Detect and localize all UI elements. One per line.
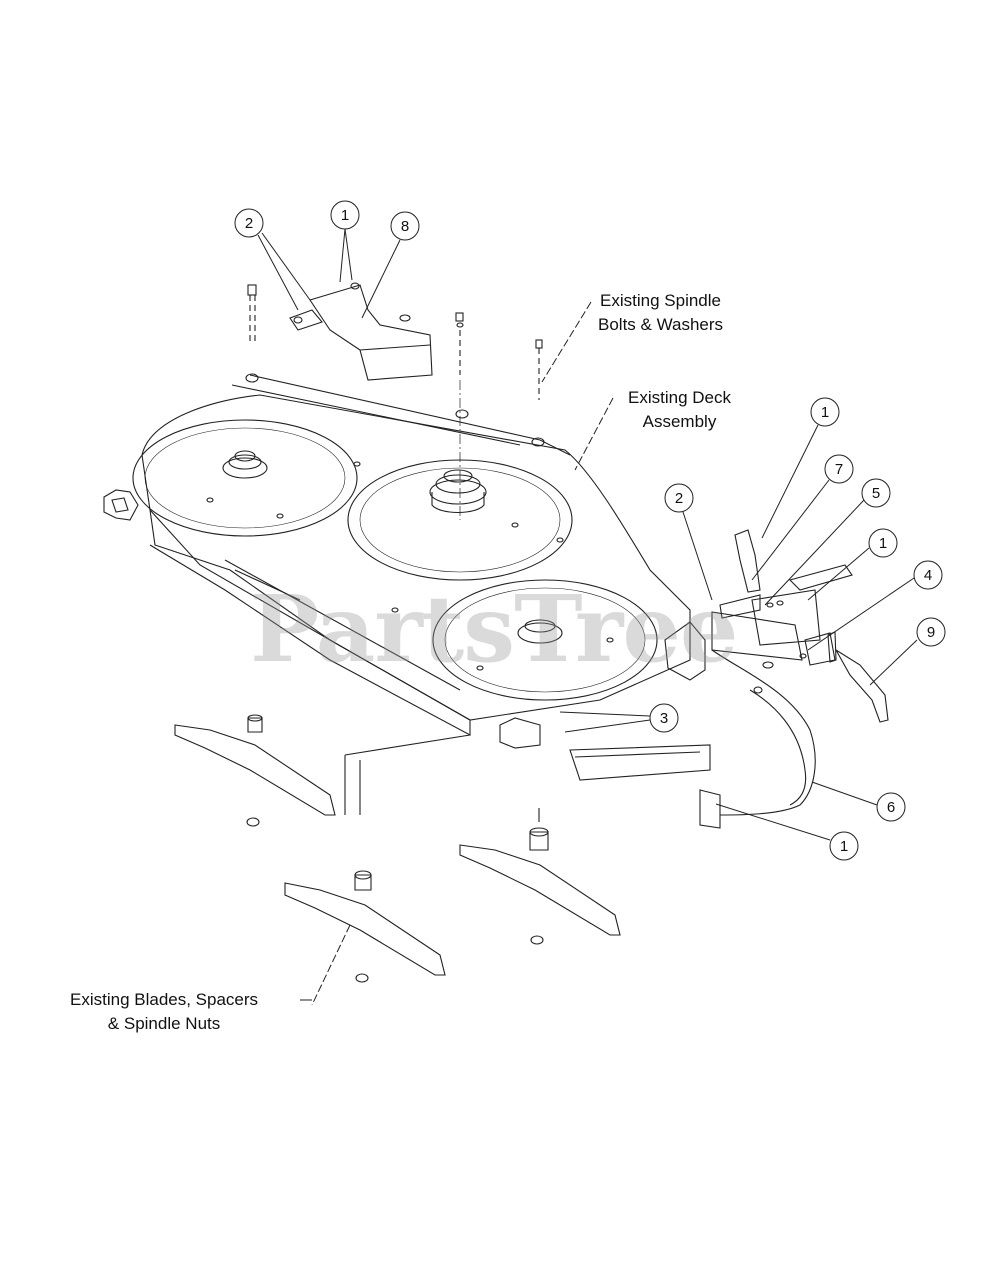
callout-label-c5: 5 xyxy=(872,485,880,502)
part-6-baffle xyxy=(569,611,816,829)
note-spindle-bolts-line-1: Existing Spindle xyxy=(600,291,721,310)
callout-9 xyxy=(869,617,946,686)
note-blades-line-2: & Spindle Nuts xyxy=(107,1014,221,1033)
part-8-bracket xyxy=(289,282,433,381)
callout-3 xyxy=(559,703,679,733)
callout-label-c3: 3 xyxy=(660,710,668,727)
part-5-plate xyxy=(751,564,853,646)
deck-hardware xyxy=(206,373,614,671)
callout-1-right-top xyxy=(761,397,840,539)
part-9-rod xyxy=(835,649,889,723)
note-deck-assembly-line-1: Existing Deck xyxy=(628,388,731,407)
callout-1-right-mid xyxy=(807,528,898,601)
callout-labels: 2 1 8 1 2 7 5 1 4 9 3 6 1 xyxy=(245,207,935,855)
note-spindle-bolts-line-2: Bolts & Washers xyxy=(598,315,724,334)
note-blades-line-1: Existing Blades, Spacers xyxy=(70,990,259,1009)
note-deck-assembly: Existing Deck Assembly xyxy=(628,386,731,434)
callout-5 xyxy=(764,478,891,606)
callout-4 xyxy=(807,560,943,651)
callout-label-c2-left: 2 xyxy=(245,215,253,232)
spindle-bolts xyxy=(247,284,543,520)
callout-2-left xyxy=(234,208,311,311)
callout-label-c1-top: 1 xyxy=(341,207,349,224)
pulleys xyxy=(222,450,563,644)
callout-label-c7: 7 xyxy=(835,461,843,478)
callout-label-c1-right-mid: 1 xyxy=(879,535,887,552)
callout-label-c6: 6 xyxy=(887,799,895,816)
deck-assembly xyxy=(103,374,706,815)
callout-8 xyxy=(361,211,420,319)
callout-6 xyxy=(811,781,906,822)
leader-spindle-bolts xyxy=(541,301,592,383)
part-7-bracket xyxy=(719,529,761,619)
callout-1-bottom xyxy=(715,803,859,861)
part-4-hinge xyxy=(799,631,837,666)
callout-label-c9: 9 xyxy=(927,624,935,641)
callout-label-c2-right: 2 xyxy=(675,490,683,507)
callout-label-c1-bottom: 1 xyxy=(840,838,848,855)
callout-7 xyxy=(751,454,854,581)
blades xyxy=(174,714,621,983)
leader-blades xyxy=(311,924,351,1006)
callout-1-top xyxy=(330,200,360,283)
note-deck-assembly-line-2: Assembly xyxy=(642,412,717,431)
callout-label-c1-right-top: 1 xyxy=(821,404,829,421)
leader-deck-assembly xyxy=(574,397,614,471)
note-blades: Existing Blades, Spacers & Spindle Nuts xyxy=(70,988,258,1036)
note-spindle-bolts: Existing Spindle Bolts & Washers xyxy=(598,289,723,337)
callout-2-right xyxy=(664,483,713,601)
callout-label-c4: 4 xyxy=(924,567,932,584)
spindle-covers xyxy=(132,419,658,701)
callouts xyxy=(234,200,946,1006)
callout-label-c8: 8 xyxy=(401,218,409,235)
